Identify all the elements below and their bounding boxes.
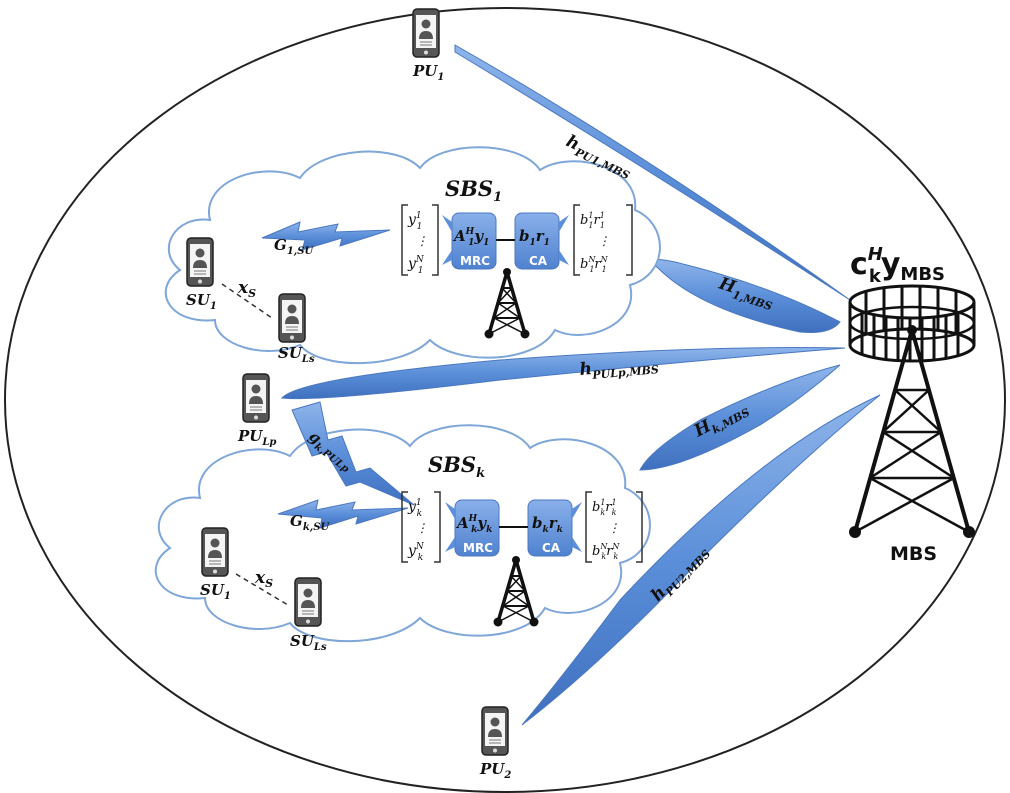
pu1-phone-user-icon [412,8,440,58]
pu2-phone-user-icon [481,706,509,756]
sbs1-suLs-label: SULs [278,344,315,365]
beam-sbs1-mbs [651,259,841,333]
svg-text:bkrk: bkrk [532,514,563,535]
sbsk-ca-block: bkrk CA [527,499,582,557]
beam-pulp-mbs [280,347,846,400]
sbsk-xs-label: xS [254,568,273,590]
sbsk-lightning-beam-icon [277,499,409,529]
mbs-label: MBS [890,543,937,565]
sbs1-xs-label: xS [237,278,256,300]
svg-text:y11: y11 [407,211,422,232]
svg-text:⋮: ⋮ [416,521,428,535]
macro-cell-boundary [4,7,1006,793]
sbs1-su-dashed-link [221,283,273,319]
mbs-tower-icon [848,284,976,538]
sbs1-label: SBS1 [445,176,502,205]
sbsk-su1-phone-user-icon [201,527,229,577]
svg-text:CA: CA [529,254,548,268]
sbs1-interference-label: G1,SU [274,236,314,257]
beam-sbsk-mbs [639,364,841,471]
sbsk-interference-label: Gk,SU [290,512,330,533]
svg-text:⋮: ⋮ [608,521,620,535]
sbs1-su1-phone-user-icon [186,237,214,287]
beam-pu2-mbs [521,394,881,726]
pu1-label: PU1 [412,62,444,83]
svg-text:y1k: y1k [407,498,422,519]
sbsk-su-dashed-link [235,573,289,606]
sbs1-lightning-beam-icon [261,221,391,251]
svg-text:MRC: MRC [463,541,493,555]
small-cell-k [154,424,651,643]
sbsk-su1-label: SU1 [200,581,231,602]
pulp-lightning-beam-icon [291,401,415,506]
svg-text:yN1: yN1 [407,255,425,276]
pulp-phone-user-icon [242,373,270,423]
sbsk-suLs-label: SULs [290,632,327,653]
sbs1-sulS-phone-user-icon [278,293,306,343]
sbsk-label: SBSk [428,452,485,481]
sbs1-su1-label: SU1 [186,291,217,312]
svg-text:CA: CA [542,541,561,555]
sbsk-suLs-phone-user-icon [294,577,322,627]
pu2-label: PU2 [479,760,511,781]
svg-text:yNk: yNk [407,542,425,563]
svg-text:⋮: ⋮ [416,234,428,248]
link-label-pulp-mbs: hPULp,MBS [579,353,660,383]
sbs1-ca-block: b1r1 CA [514,212,569,270]
svg-text:b1r1: b1r1 [519,227,550,248]
svg-text:MRC: MRC [460,254,490,268]
svg-text:⋮: ⋮ [598,234,610,248]
pulp-label: PULp [237,427,276,448]
